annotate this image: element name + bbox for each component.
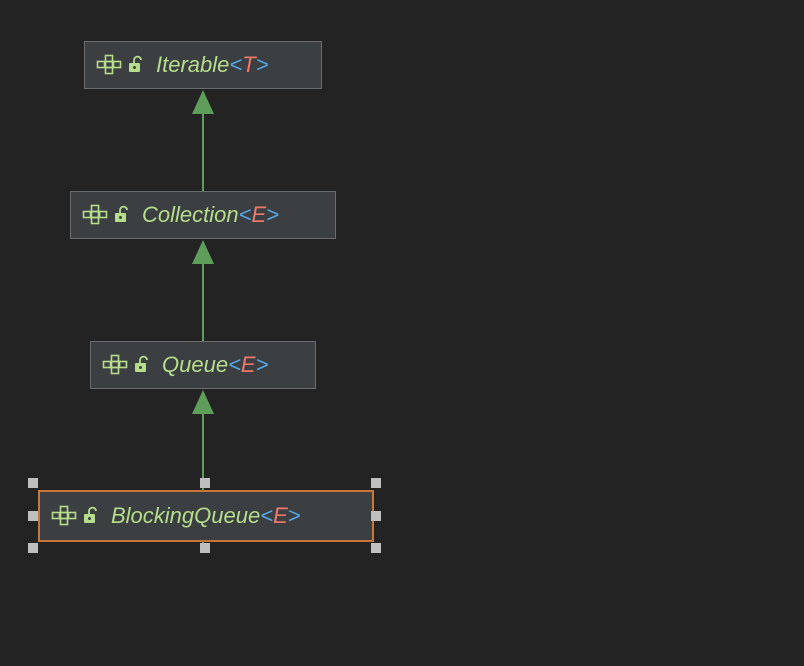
node-label: Iterable<T> <box>156 54 269 76</box>
handle-middle-left[interactable] <box>28 511 38 521</box>
interface-icon <box>82 204 108 226</box>
unlocked-padlock-icon <box>82 506 100 526</box>
generic-close-bracket: > <box>255 52 269 77</box>
handle-bottom-right[interactable] <box>371 543 381 553</box>
generic-open-bracket: < <box>229 52 243 77</box>
node-label: Collection<E> <box>142 204 279 226</box>
uml-node-iterable[interactable]: Iterable<T> <box>84 41 322 89</box>
unlocked-padlock-icon <box>113 205 131 225</box>
unlocked-padlock-icon <box>127 55 145 75</box>
handle-middle-right[interactable] <box>371 511 381 521</box>
handle-top-left[interactable] <box>28 478 38 488</box>
generic-open-bracket: < <box>228 352 241 377</box>
handle-bottom-center[interactable] <box>200 543 210 553</box>
class-name: Iterable <box>156 52 230 77</box>
type-parameter: E <box>273 503 288 528</box>
arrowhead-triangle <box>192 240 214 264</box>
class-name: Queue <box>162 352 229 377</box>
interface-icon <box>102 354 128 376</box>
uml-node-blockingqueue[interactable]: BlockingQueue<E> <box>38 490 374 542</box>
interface-icon <box>96 54 122 76</box>
node-label: BlockingQueue<E> <box>111 505 301 527</box>
node-label: Queue<E> <box>162 354 268 376</box>
uml-node-queue[interactable]: Queue<E> <box>90 341 316 389</box>
generic-close-bracket: > <box>266 202 280 227</box>
interface-icon <box>51 505 77 527</box>
edge-queue-collection <box>192 240 214 341</box>
handle-top-right[interactable] <box>371 478 381 488</box>
unlocked-padlock-icon <box>133 355 151 375</box>
edge-collection-iterable <box>192 90 214 191</box>
generic-close-bracket: > <box>255 352 269 377</box>
arrowhead-triangle <box>192 390 214 414</box>
handle-bottom-left[interactable] <box>28 543 38 553</box>
uml-node-collection[interactable]: Collection<E> <box>70 191 336 239</box>
generic-open-bracket: < <box>260 503 274 528</box>
generic-close-bracket: > <box>287 503 301 528</box>
type-parameter: T <box>242 52 256 77</box>
generic-open-bracket: < <box>238 202 252 227</box>
type-parameter: E <box>251 202 267 227</box>
class-name: BlockingQueue <box>111 503 261 528</box>
type-parameter: E <box>240 352 256 377</box>
handle-top-center[interactable] <box>200 478 210 488</box>
arrowhead-triangle <box>192 90 214 114</box>
class-name: Collection <box>142 202 239 227</box>
